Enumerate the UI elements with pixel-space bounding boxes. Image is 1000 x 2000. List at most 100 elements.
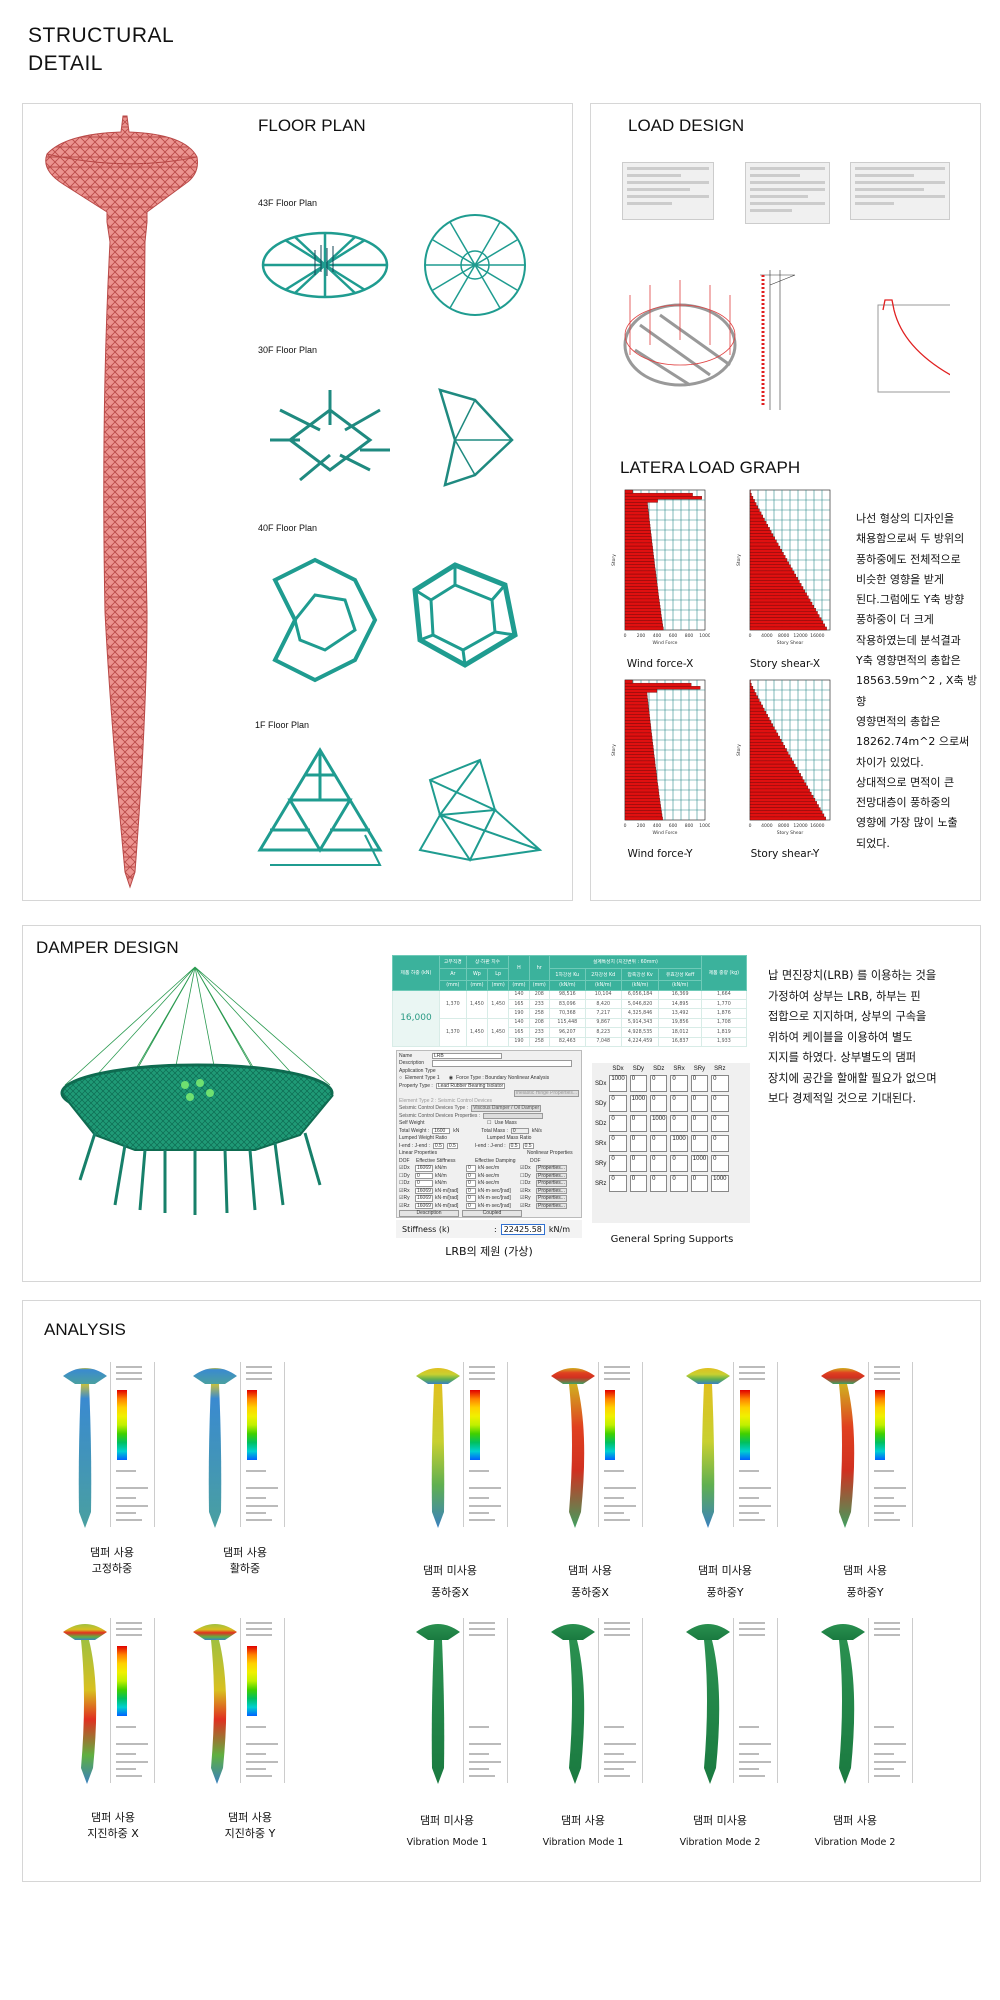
spring-cell[interactable]: 0	[609, 1095, 627, 1112]
table-cell: 9,867	[584, 1017, 622, 1029]
table-header: (mm)	[508, 980, 530, 991]
spring-cell[interactable]: 0	[629, 1175, 648, 1192]
spring-cell[interactable]: 1000	[629, 1095, 648, 1112]
spring-cell[interactable]: 0	[650, 1135, 668, 1152]
stiffness-input[interactable]: 22425.58	[500, 1223, 545, 1235]
spring-cell[interactable]: 0	[690, 1075, 709, 1092]
spring-cell[interactable]: 1000	[650, 1115, 668, 1132]
spring-cell[interactable]: 0	[629, 1135, 648, 1152]
description-button[interactable]: Description	[399, 1210, 459, 1217]
description-input[interactable]	[432, 1060, 572, 1067]
story-bar	[624, 601, 660, 606]
y-axis-label: Story	[611, 554, 617, 566]
spring-cell[interactable]: 1000	[609, 1075, 627, 1092]
damping-input[interactable]: 0	[466, 1165, 476, 1172]
spring-cell[interactable]: 0	[670, 1115, 688, 1132]
nl-dof-checkbox[interactable]: ☑Rz	[520, 1202, 531, 1209]
spring-cell[interactable]: 0	[650, 1175, 668, 1192]
i-ratio-input[interactable]: 0.5	[432, 1142, 444, 1149]
spring-cell[interactable]: 0	[609, 1175, 627, 1192]
spring-cell[interactable]: 0	[711, 1075, 729, 1092]
damping-input[interactable]: 0	[466, 1202, 476, 1209]
stiffness-input[interactable]: 16069	[415, 1195, 433, 1202]
damping-input[interactable]: 0	[466, 1187, 476, 1194]
stiffness-input[interactable]: 16069	[415, 1202, 433, 1209]
spring-cell[interactable]: 0	[711, 1135, 729, 1152]
graph-caption: Story shear-Y	[750, 848, 820, 860]
use-mass-checkbox[interactable]: ☐	[487, 1120, 492, 1127]
spring-cell[interactable]: 0	[629, 1075, 648, 1092]
scd-props-select[interactable]	[483, 1112, 544, 1119]
spring-cell[interactable]: 0	[650, 1095, 668, 1112]
spring-cell[interactable]: 1000	[670, 1135, 688, 1152]
story-bar	[749, 801, 817, 805]
story-bar	[749, 573, 797, 578]
j-mass-ratio-input[interactable]: 0.5	[522, 1142, 534, 1149]
inelastic-hinge-button[interactable]: Inelastic Hinge Properties...	[513, 1090, 579, 1097]
nl-dof-checkbox[interactable]: ☑Rx	[520, 1187, 531, 1194]
damping-input[interactable]: 0	[466, 1195, 476, 1202]
dof-checkbox[interactable]: ☑Rz	[399, 1202, 410, 1209]
spring-cell[interactable]: 0	[711, 1115, 729, 1132]
spring-cell[interactable]: 1000	[690, 1155, 709, 1172]
story-bar	[624, 766, 656, 771]
properties-button[interactable]: Properties...	[536, 1165, 567, 1172]
spring-cell[interactable]: 0	[690, 1095, 709, 1112]
spring-cell[interactable]: 0	[670, 1095, 688, 1112]
nl-dof-checkbox[interactable]: ☐Dz	[520, 1180, 531, 1187]
spring-cell[interactable]: 1000	[711, 1175, 729, 1192]
spring-cell[interactable]: 0	[629, 1155, 648, 1172]
force-type-radio[interactable]: ◉	[448, 1075, 454, 1082]
nl-dof-checkbox[interactable]: ☐Dy	[520, 1172, 531, 1179]
nl-dof-checkbox[interactable]: ☑Dx	[520, 1165, 531, 1172]
i-mass-ratio-input[interactable]: 0.5	[508, 1142, 520, 1149]
spring-cell[interactable]: 0	[609, 1115, 627, 1132]
legend-text	[604, 1634, 630, 1636]
spring-cell[interactable]: 0	[690, 1115, 709, 1132]
spring-cell[interactable]: 0	[711, 1155, 729, 1172]
stiffness-input[interactable]: 16069	[415, 1187, 433, 1194]
properties-button[interactable]: Properties...	[536, 1187, 567, 1194]
spring-cell[interactable]: 0	[711, 1095, 729, 1112]
spring-cell[interactable]: 0	[650, 1155, 668, 1172]
dof-checkbox[interactable]: ☑Dx	[399, 1165, 410, 1172]
spring-cell[interactable]: 0	[629, 1115, 648, 1132]
spring-cell[interactable]: 0	[690, 1175, 709, 1192]
story-bar	[749, 489, 751, 494]
dof-checkbox[interactable]: ☑Rx	[399, 1187, 410, 1194]
nl-dof-checkbox[interactable]: ☑Ry	[520, 1195, 531, 1202]
dof-checkbox[interactable]: ☐Dy	[399, 1172, 410, 1179]
stiffness-input[interactable]: 16069	[415, 1165, 433, 1172]
spring-cell[interactable]: 0	[650, 1075, 668, 1092]
spring-cell[interactable]: 0	[609, 1155, 627, 1172]
spring-cell[interactable]: 0	[670, 1075, 688, 1092]
x-tick-label: 400	[653, 823, 662, 829]
j-ratio-input[interactable]: 0.5	[446, 1142, 458, 1149]
spring-cell[interactable]: 0	[670, 1175, 688, 1192]
x-tick-label: 0	[749, 823, 752, 829]
damping-input[interactable]: 0	[466, 1180, 476, 1187]
properties-button[interactable]: Properties...	[536, 1172, 567, 1179]
property-type-select[interactable]: Lead Rubber Bearing Isolator	[435, 1082, 506, 1089]
dof-checkbox[interactable]: ☐Dz	[399, 1180, 410, 1187]
scd-type-select[interactable]: Viscous Damper / Oil Damper	[471, 1105, 542, 1112]
spring-cell[interactable]: 0	[690, 1135, 709, 1152]
dof-checkbox[interactable]: ☑Ry	[399, 1195, 410, 1202]
stiffness-input[interactable]: 0	[415, 1172, 433, 1179]
damping-input[interactable]: 0	[466, 1172, 476, 1179]
total-mass-input[interactable]: 0	[510, 1127, 529, 1134]
spring-cell[interactable]: 0	[609, 1135, 627, 1152]
total-weight-input[interactable]: 1600	[432, 1127, 451, 1134]
spring-cell[interactable]: 0	[670, 1155, 688, 1172]
element-type1-radio[interactable]: ○	[399, 1075, 403, 1082]
coupled-button[interactable]: Coupled	[462, 1210, 522, 1217]
story-bar	[624, 558, 655, 562]
properties-button[interactable]: Properties...	[536, 1180, 567, 1187]
unit-label: kN/m	[435, 1165, 447, 1172]
stiffness-input[interactable]: 0	[415, 1180, 433, 1187]
legend-text	[246, 1512, 266, 1514]
name-input[interactable]: LRB	[432, 1052, 502, 1059]
properties-button[interactable]: Properties...	[536, 1195, 567, 1202]
properties-button[interactable]: Properties...	[536, 1202, 567, 1209]
table-cell: 83,096	[548, 998, 586, 1010]
